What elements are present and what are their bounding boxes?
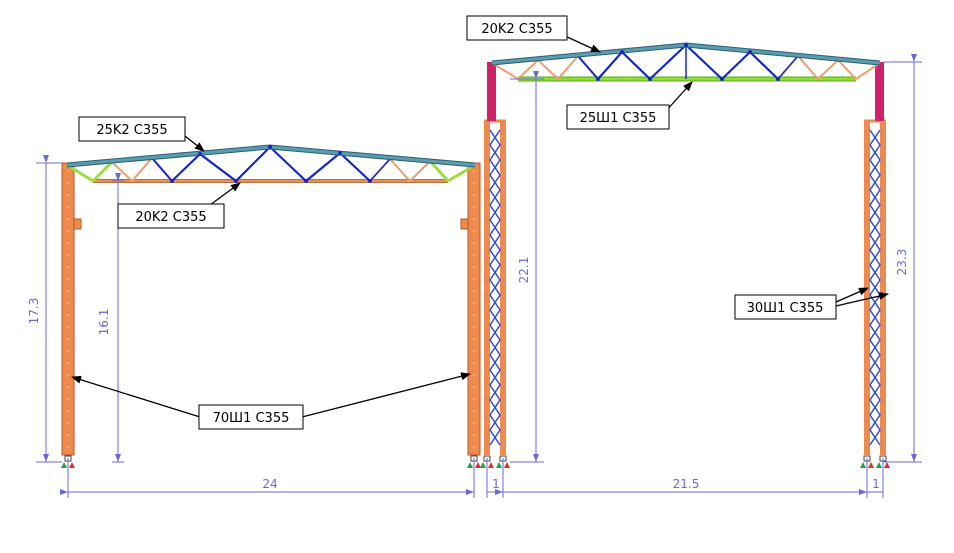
dim-right-total-height: 23.3 [895, 249, 909, 276]
label-right-top-chord-text: 20K2 C355 [481, 22, 552, 37]
label-right-bottom-chord-text: 25Ш1 C355 [580, 111, 657, 126]
dim-left-column-height: 17.3 [27, 298, 41, 325]
dim-gap-1: 1 [492, 477, 500, 491]
label-right-top-chord: 20K2 C355 [466, 15, 568, 41]
label-left-columns-text: 70Ш1 C355 [213, 411, 290, 426]
label-left-bottom-chord: 20K2 C355 [117, 203, 225, 229]
dim-gap-2: 1 [872, 477, 880, 491]
dim-right-clear-height: 22.1 [517, 257, 531, 284]
left-column-left [61, 162, 82, 456]
label-left-columns: 70Ш1 C355 [198, 404, 304, 430]
dimension-lines [36, 54, 922, 498]
label-right-columns: 30Ш1 C355 [734, 294, 837, 320]
left-truss [66, 144, 476, 183]
label-left-bottom-chord-text: 20K2 C355 [135, 210, 206, 225]
label-right-bottom-chord: 25Ш1 C355 [566, 104, 670, 130]
dim-left-span: 24 [262, 477, 277, 491]
left-column-right [460, 162, 481, 456]
leader-lines [71, 35, 889, 418]
right-frame-column-left [484, 62, 506, 455]
label-left-top-chord-text: 25K2 C355 [96, 123, 167, 138]
dim-left-clear-height: 16.1 [97, 309, 111, 336]
dim-right-span: 21.5 [673, 477, 700, 491]
supports [61, 455, 890, 468]
right-frame-column-right [864, 62, 886, 455]
label-left-top-chord: 25K2 C355 [78, 116, 186, 142]
label-right-columns-text: 30Ш1 C355 [747, 301, 824, 316]
right-truss [491, 42, 881, 82]
